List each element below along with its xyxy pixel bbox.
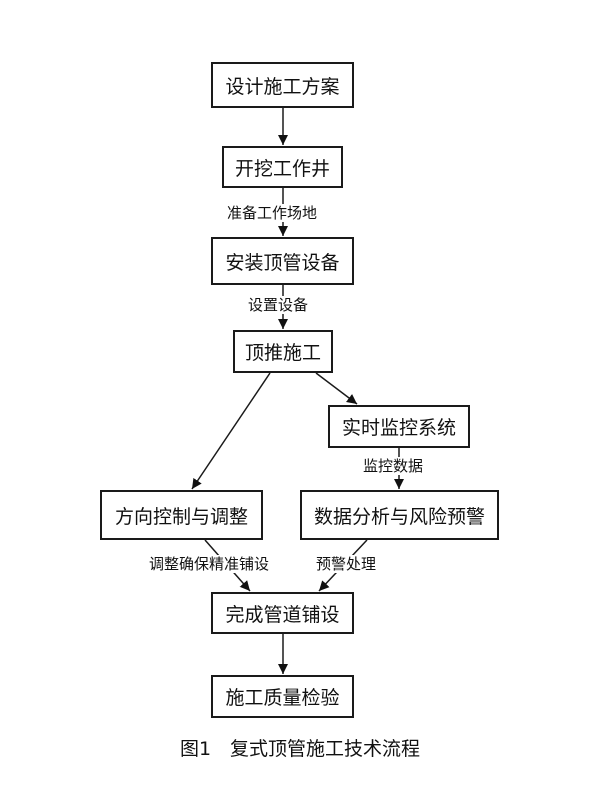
node-design-plan: 设计施工方案 — [211, 62, 354, 108]
edge-jacking-to-monitor — [315, 372, 358, 405]
node-quality-inspection: 施工质量检验 — [211, 675, 354, 718]
node-complete-pipeline: 完成管道铺设 — [211, 592, 354, 634]
node-data-analysis: 数据分析与风险预警 — [300, 490, 499, 540]
edge-label-adjust-accuracy: 调整确保精准铺设 — [148, 555, 271, 573]
node-jacking-construction: 顶推施工 — [233, 330, 333, 373]
edge-label-warning-handling: 预警处理 — [315, 555, 378, 573]
node-direction-control: 方向控制与调整 — [100, 490, 263, 540]
edge-label-monitor-data: 监控数据 — [362, 457, 425, 475]
edge-jacking-to-direction — [191, 372, 271, 490]
node-install-equipment: 安装顶管设备 — [211, 237, 354, 285]
edge-label-prepare-site: 准备工作场地 — [226, 204, 319, 222]
node-realtime-monitor: 实时监控系统 — [328, 405, 470, 448]
node-dig-work-well: 开挖工作井 — [222, 146, 343, 188]
figure-caption: 图1 复式顶管施工技术流程 — [179, 738, 421, 760]
edge-label-setup-equipment: 设置设备 — [247, 296, 310, 314]
